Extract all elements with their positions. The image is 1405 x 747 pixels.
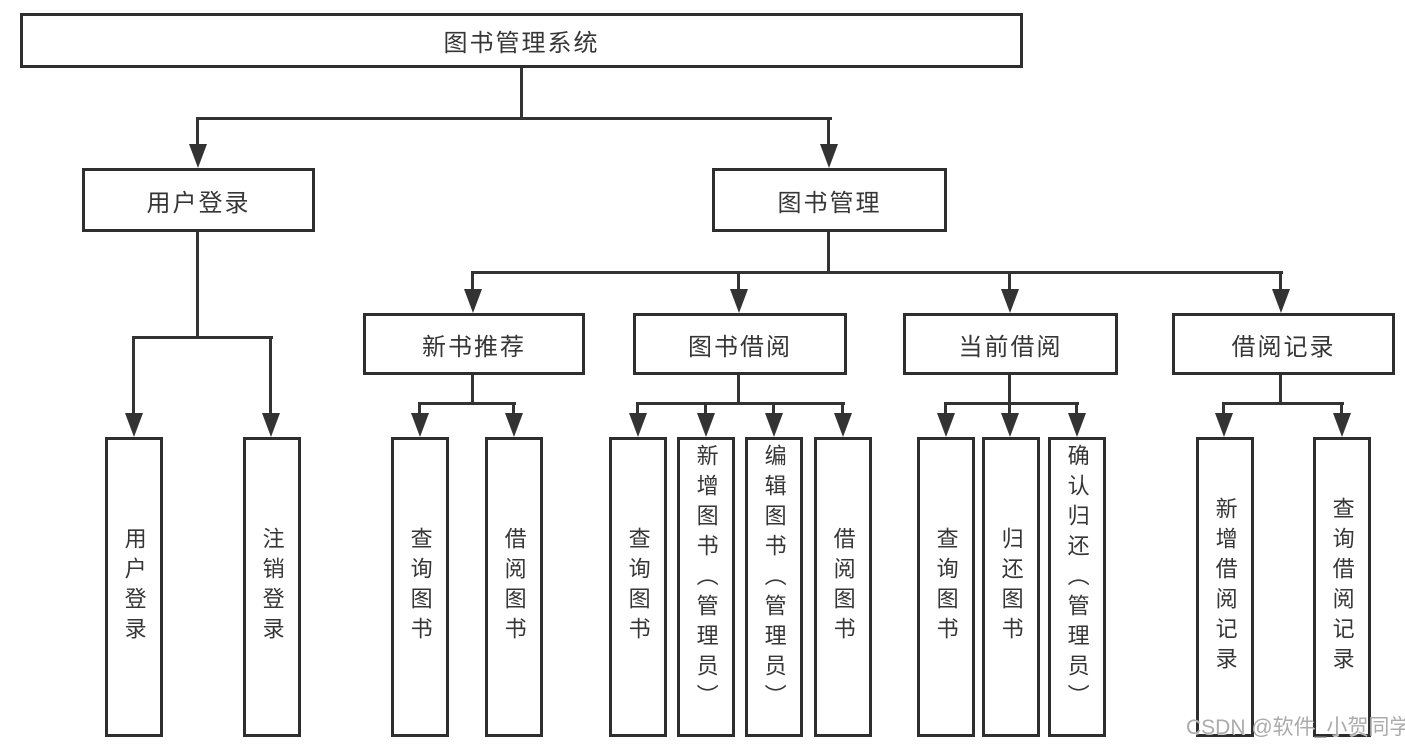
connector-vline	[1075, 402, 1078, 416]
connector-vline	[737, 375, 740, 404]
connector-vline	[737, 271, 740, 291]
arrowhead-down-icon	[1272, 289, 1290, 313]
node-current-borrow-label: 当前借阅	[958, 333, 1063, 361]
connector-vline	[196, 232, 199, 338]
node-user-login-label: 用户登录	[146, 189, 251, 217]
arrowhead-down-icon	[1333, 413, 1351, 437]
leaf-query-books-borrow-label: 查询图书	[625, 527, 651, 647]
arrowhead-down-icon	[262, 413, 280, 437]
arrowhead-down-icon	[937, 413, 955, 437]
connector-hline	[418, 402, 516, 405]
connector-vline	[1279, 271, 1282, 291]
leaf-add-book-admin-label: 新增图书（管理员）	[693, 444, 719, 714]
arrowhead-down-icon	[125, 413, 143, 437]
node-book-management: 图书管理	[712, 168, 947, 232]
connector-vline	[196, 117, 199, 147]
leaf-edit-book-admin-label: 编辑图书（管理员）	[761, 444, 787, 714]
node-borrow-records: 借阅记录	[1172, 313, 1395, 375]
connector-vline	[636, 402, 639, 416]
arrowhead-down-icon	[730, 289, 748, 313]
leaf-add-borrow-record-label: 新增借阅记录	[1212, 497, 1238, 677]
leaf-query-books-borrow: 查询图书	[609, 437, 667, 737]
connector-hline	[636, 402, 845, 405]
connector-vline	[471, 271, 474, 291]
node-user-login: 用户登录	[82, 168, 315, 232]
connector-vline	[1340, 402, 1343, 416]
node-book-borrow: 图书借阅	[633, 313, 847, 375]
arrowhead-down-icon	[189, 144, 207, 168]
leaf-query-books-recommend: 查询图书	[391, 437, 449, 737]
arrowhead-down-icon	[1001, 289, 1019, 313]
leaf-user-login-label: 用户登录	[121, 527, 147, 647]
leaf-query-books-current: 查询图书	[917, 437, 975, 737]
arrowhead-down-icon	[629, 413, 647, 437]
arrowhead-down-icon	[1001, 413, 1019, 437]
connector-vline	[827, 232, 830, 273]
node-new-book-recommend: 新书推荐	[363, 313, 585, 375]
arrowhead-down-icon	[1068, 413, 1086, 437]
leaf-logout-label: 注销登录	[259, 527, 285, 647]
arrowhead-down-icon	[1215, 413, 1233, 437]
arrowhead-down-icon	[464, 289, 482, 313]
connector-vline	[1008, 271, 1011, 291]
node-current-borrow: 当前借阅	[903, 313, 1118, 375]
connector-vline	[1008, 375, 1011, 404]
connector-vline	[841, 402, 844, 416]
connector-vline	[827, 117, 830, 147]
connector-vline	[1008, 402, 1011, 416]
connector-vline	[1222, 402, 1225, 416]
csdn-watermark: CSDN @软件_小贺同学	[1186, 716, 1405, 739]
arrowhead-down-icon	[411, 413, 429, 437]
leaf-add-borrow-record: 新增借阅记录	[1196, 437, 1254, 737]
connector-vline	[944, 402, 947, 416]
connector-vline	[1279, 375, 1282, 404]
connector-hline	[132, 336, 273, 339]
leaf-borrow-books-recommend: 借阅图书	[485, 437, 543, 737]
leaf-query-books-current-label: 查询图书	[933, 527, 959, 647]
arrowhead-down-icon	[834, 413, 852, 437]
leaf-confirm-return-admin: 确认归还（管理员）	[1048, 437, 1106, 737]
leaf-return-book-label: 归还图书	[998, 527, 1024, 647]
arrowhead-down-icon	[765, 413, 783, 437]
leaf-return-book: 归还图书	[982, 437, 1040, 737]
connector-vline	[418, 402, 421, 416]
node-borrow-records-label: 借阅记录	[1231, 333, 1336, 361]
node-new-book-recommend-label: 新书推荐	[422, 333, 526, 361]
connector-hline	[196, 117, 832, 120]
connector-vline	[471, 375, 474, 404]
connector-hline	[944, 402, 1079, 405]
node-root-label: 图书管理系统	[443, 30, 600, 57]
leaf-borrow-books-label: 借阅图书	[830, 527, 856, 647]
leaf-confirm-return-admin-label: 确认归还（管理员）	[1064, 444, 1090, 714]
leaf-add-book-admin: 新增图书（管理员）	[677, 437, 735, 737]
connector-vline	[132, 336, 135, 416]
leaf-borrow-books-recommend-label: 借阅图书	[501, 527, 527, 647]
leaf-query-books-recommend-label: 查询图书	[407, 527, 433, 647]
node-book-borrow-label: 图书借阅	[688, 333, 792, 361]
leaf-user-login: 用户登录	[105, 437, 163, 737]
connector-vline	[704, 402, 707, 416]
connector-vline	[772, 402, 775, 416]
leaf-query-borrow-record: 查询借阅记录	[1313, 437, 1371, 737]
leaf-edit-book-admin: 编辑图书（管理员）	[745, 437, 803, 737]
node-book-management-label: 图书管理	[777, 189, 882, 217]
leaf-logout: 注销登录	[243, 437, 301, 737]
connector-vline	[520, 68, 523, 118]
connector-hline	[1222, 402, 1344, 405]
connector-vline	[269, 336, 272, 416]
connector-hline	[471, 271, 1283, 274]
leaf-query-borrow-record-label: 查询借阅记录	[1329, 497, 1355, 677]
leaf-borrow-books: 借阅图书	[814, 437, 872, 737]
arrowhead-down-icon	[820, 144, 838, 168]
arrowhead-down-icon	[697, 413, 715, 437]
arrowhead-down-icon	[505, 413, 523, 437]
node-root: 图书管理系统	[20, 13, 1023, 68]
connector-vline	[512, 402, 515, 416]
